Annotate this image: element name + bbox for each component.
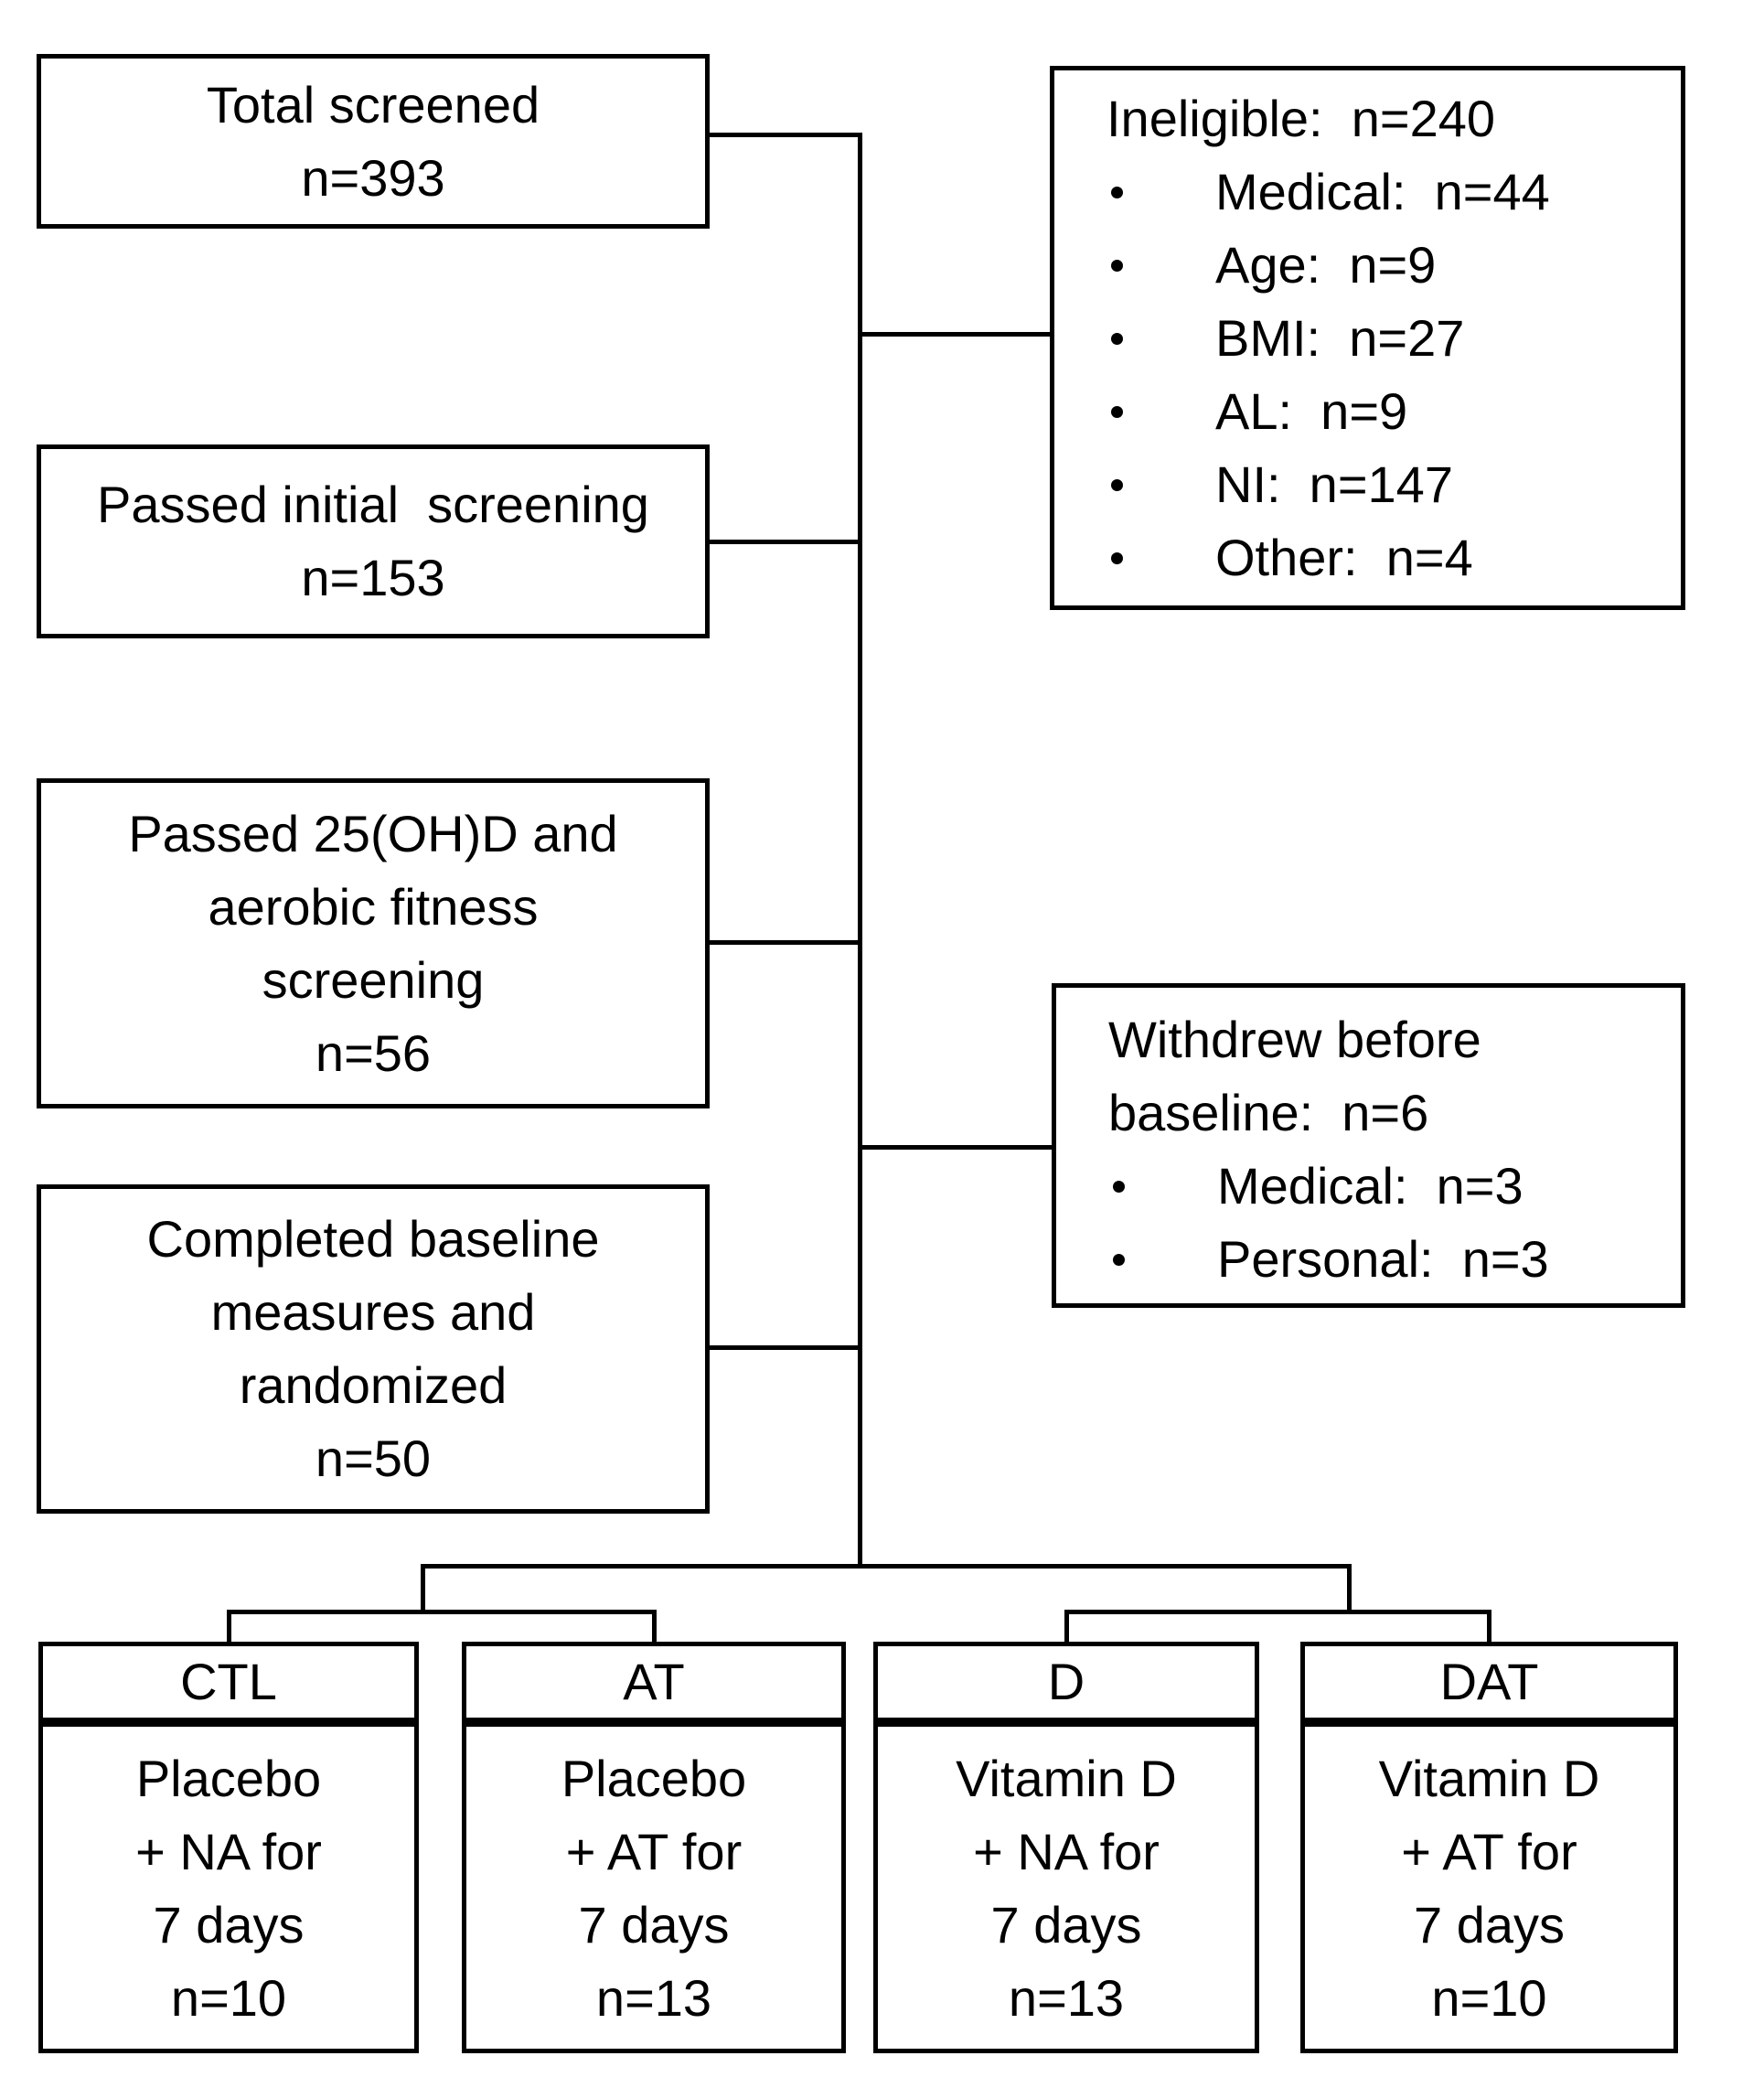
group-header: AT [462,1642,846,1722]
bullet-dot-icon [1113,1180,1125,1193]
group-text-line: Vitamin D [956,1750,1177,1807]
box-count: n=153 [301,549,445,606]
group-text-line: Placebo [561,1750,747,1807]
box-text-line: Passed 25(OH)D and [128,804,618,862]
group-text-line: Vitamin D [1378,1750,1600,1807]
bullet-dot-icon [1111,405,1123,418]
bullet-dot-icon [1111,186,1123,198]
box-title: Ineligible: n=240 [1107,90,1496,147]
bullet-text: NI: n=147 [1215,455,1453,513]
box-text-line: aerobic fitness [208,877,539,936]
group-d: D Vitamin D + NA for 7 days n=13 [873,1642,1259,2053]
connector-passed-25ohd-to-trunk [710,940,862,945]
bullet-text: Age: n=9 [1215,236,1437,294]
box-text-line: screening [262,950,485,1009]
stub-to-ctl [227,1610,231,1646]
group-count: n=13 [595,1969,712,2027]
bracket-level2-left [227,1610,657,1614]
bullet-text: Other: n=4 [1215,529,1473,586]
group-text-line: + NA for [973,1823,1160,1880]
group-dat: DAT Vitamin D + AT for 7 days n=10 [1300,1642,1678,2053]
group-count: n=10 [1431,1969,1547,2027]
bracket-level1 [421,1564,1352,1569]
group-header: D [873,1642,1259,1722]
group-header: DAT [1300,1642,1678,1722]
bullet-text: Medical: n=44 [1215,163,1550,220]
group-text-line: 7 days [578,1896,730,1954]
group-label: CTL [180,1653,277,1710]
group-text-line: Placebo [135,1750,322,1807]
group-text-line: + NA for [135,1823,322,1880]
group-body: Vitamin D + AT for 7 days n=10 [1300,1722,1678,2053]
bullet-item: BMI: n=27 [1054,302,1681,375]
group-text-line: 7 days [990,1896,1142,1954]
bullet-item: Personal: n=3 [1056,1223,1681,1296]
group-count: n=10 [170,1969,287,2027]
connector-passed-initial-to-trunk [710,540,862,544]
box-withdrew-before-baseline: Withdrew before baseline: n=6 Medical: n… [1052,983,1685,1308]
box-text-line: Completed baseline [146,1210,600,1268]
group-text-line: 7 days [153,1896,305,1954]
box-text-line: Passed initial screening [97,476,649,533]
box-completed-baseline: Completed baseline measures and randomiz… [37,1184,710,1514]
group-body: Placebo + AT for 7 days n=13 [462,1722,846,2053]
bracket-level2-right [1064,1610,1491,1614]
connector-completed-to-trunk [710,1345,862,1350]
bracket-level1-left-stub [421,1564,425,1614]
box-total-screened: Total screened n=393 [37,54,710,229]
group-text-line: + AT for [565,1823,743,1880]
group-header: CTL [38,1642,419,1722]
group-ctl: CTL Placebo + NA for 7 days n=10 [38,1642,419,2053]
box-text-line: measures and [210,1283,536,1341]
bullet-item: Age: n=9 [1054,229,1681,302]
bullet-item: Medical: n=3 [1056,1150,1681,1223]
box-text-line: Total screened [206,75,540,134]
bullet-dot-icon [1111,478,1123,491]
box-title: baseline: n=6 [1108,1084,1429,1141]
bullet-text: AL: n=9 [1215,382,1408,440]
group-label: DAT [1439,1653,1539,1710]
box-count: n=393 [301,148,445,207]
group-text-line: 7 days [1414,1896,1565,1954]
stub-to-dat [1487,1610,1491,1646]
group-label: D [1047,1653,1085,1710]
group-at: AT Placebo + AT for 7 days n=13 [462,1642,846,2053]
box-ineligible: Ineligible: n=240 Medical: n=44 Age: n=9… [1050,66,1685,610]
bullet-text: BMI: n=27 [1215,309,1465,367]
connector-trunk-to-withdrew [861,1145,1052,1150]
stub-to-at [652,1610,657,1646]
group-body: Vitamin D + NA for 7 days n=13 [873,1722,1259,2053]
box-title: Withdrew before [1108,1011,1481,1068]
bullet-dot-icon [1111,259,1123,272]
group-body: Placebo + NA for 7 days n=10 [38,1722,419,2053]
stub-to-d [1064,1610,1069,1646]
bullet-item: AL: n=9 [1054,375,1681,448]
bullet-item: NI: n=147 [1054,448,1681,521]
box-passed-initial-screening: Passed initial screening n=153 [37,444,710,638]
box-count: n=50 [315,1429,432,1487]
bullet-dot-icon [1111,551,1123,564]
box-passed-25ohd-screening: Passed 25(OH)D and aerobic fitness scree… [37,778,710,1108]
box-text-line: randomized [239,1356,508,1414]
group-text-line: + AT for [1401,1823,1577,1880]
bullet-text: Personal: n=3 [1217,1230,1549,1288]
bracket-level1-right-stub [1347,1564,1352,1614]
group-label: AT [623,1653,685,1710]
bullet-dot-icon [1111,332,1123,345]
connector-total-to-trunk [710,133,862,137]
connector-trunk-to-ineligible [861,332,1050,337]
bullet-item: Other: n=4 [1054,521,1681,594]
bullet-text: Medical: n=3 [1217,1157,1523,1215]
box-count: n=56 [315,1023,432,1082]
trunk-vertical-line [858,133,862,1569]
group-count: n=13 [1008,1969,1125,2027]
bullet-item: Medical: n=44 [1054,155,1681,229]
bullet-dot-icon [1113,1253,1125,1266]
